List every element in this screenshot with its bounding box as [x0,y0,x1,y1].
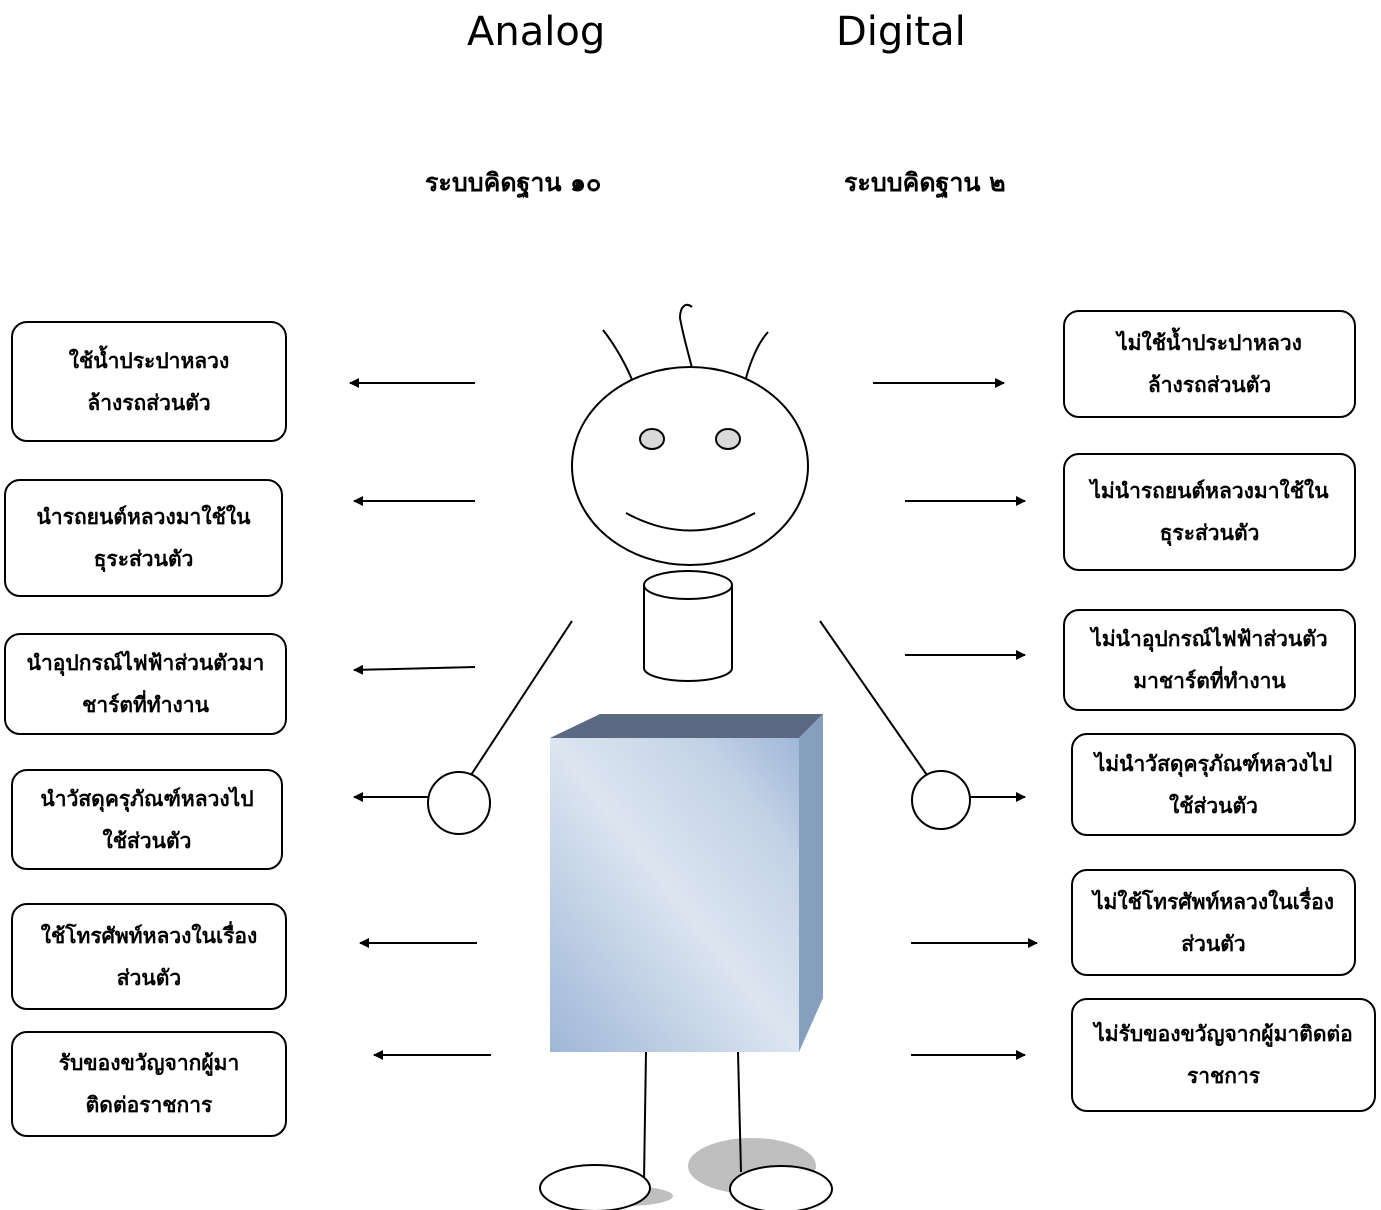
digital-box-1-line-2: ล้างรถส่วนตัว [1147,373,1272,397]
digital-box-5: ไม่ใช้โทรศัพท์หลวงในเรื่อง ส่วนตัว [1071,869,1356,976]
right-leg [737,1051,742,1173]
analog-box-5: ใช้โทรศัพท์หลวงในเรื่อง ส่วนตัว [11,903,287,1010]
body-top-face [550,714,823,738]
analog-box-4: นำวัสดุครุภัณฑ์หลวงไป ใช้ส่วนตัว [11,769,283,870]
analog-heading: Analog [467,9,606,55]
digital-box-6-line-2: ราชการ [1186,1064,1261,1088]
analog-box-1-line-2: ล้างรถส่วนตัว [87,390,211,415]
right-foot [729,1165,833,1210]
digital-heading: Digital [836,9,966,55]
analog-box-3: นำอุปกรณ์ไฟฟ้าส่วนตัวมา ชาร์ตที่ทำงาน [4,633,287,735]
right-eye [715,428,741,450]
neck-top [643,570,733,600]
analog-subheading: ระบบคิดฐาน ๑๐ [425,168,602,197]
digital-box-3: ไม่นำอุปกรณ์ไฟฟ้าส่วนตัว มาชาร์ตที่ทำงาน [1063,609,1356,711]
digital-box-4-line-1: ไม่นำวัสดุครุภัณฑ์หลวงไป [1094,751,1333,776]
hair-strand [678,303,693,369]
digital-box-4: ไม่นำวัสดุครุภัณฑ์หลวงไป ใช้ส่วนตัว [1071,733,1356,836]
analog-box-2-line-2: ธุระส่วนตัว [93,547,194,571]
left-foot [539,1164,651,1210]
digital-box-1-line-1: ไม่ใช้น้ำประปาหลวง [1117,331,1302,355]
digital-box-3-line-2: มาชาร์ตที่ทำงาน [1133,669,1286,693]
hair-strand [744,331,769,383]
right-hand [911,770,971,830]
analog-box-6: รับของขวัญจากผู้มา ติดต่อราชการ [11,1031,287,1137]
analog-box-3-line-2: ชาร์ตที่ทำงาน [82,693,209,717]
analog-box-2-line-1: นำรถยนต์หลวงมาใช้ใน [36,505,251,529]
smile [625,512,756,532]
digital-box-2-line-2: ธุระส่วนตัว [1159,521,1260,545]
analog-box-5-line-1: ใช้โทรศัพท์หลวงในเรื่อง [40,923,258,948]
digital-box-1: ไม่ใช้น้ำประปาหลวง ล้างรถส่วนตัว [1063,310,1356,418]
neck [643,585,733,682]
hair-strand [602,329,635,386]
digital-box-6-line-1: ไม่รับของขวัญจากผู้มาติดต่อ [1094,1022,1353,1046]
analog-box-5-line-2: ส่วนตัว [116,965,182,990]
digital-box-6: ไม่รับของขวัญจากผู้มาติดต่อ ราชการ [1071,998,1376,1112]
digital-box-5-line-1: ไม่ใช้โทรศัพท์หลวงในเรื่อง [1092,889,1335,914]
left-leg [643,1051,647,1181]
analog-box-4-line-2: ใช้ส่วนตัว [102,828,192,853]
analog-box-2: นำรถยนต์หลวงมาใช้ใน ธุระส่วนตัว [4,479,283,597]
analog-box-6-line-1: รับของขวัญจากผู้มา [58,1051,240,1075]
digital-box-5-line-2: ส่วนตัว [1181,931,1246,956]
analog-box-1: ใช้น้ำประปาหลวง ล้างรถส่วนตัว [11,321,287,442]
digital-box-2-line-1: ไม่นำรถยนต์หลวงมาใช้ใน [1090,479,1329,503]
arrow-left-3 [353,664,476,675]
left-arm [470,620,573,776]
right-arm [819,620,930,779]
analog-box-3-line-1: นำอุปกรณ์ไฟฟ้าส่วนตัวมา [26,651,265,675]
digital-box-4-line-2: ใช้ส่วนตัว [1169,793,1258,818]
left-eye [639,428,665,450]
analog-box-6-line-2: ติดต่อราชการ [85,1093,213,1117]
body-front-face [550,738,799,1052]
body-side-face [799,714,823,1052]
left-hand [427,771,491,835]
analog-box-1-line-1: ใช้น้ำประปาหลวง [68,348,230,373]
digital-subheading: ระบบคิดฐาน ๒ [844,168,1006,197]
head [571,366,809,566]
analog-box-4-line-1: นำวัสดุครุภัณฑ์หลวงไป [40,786,254,811]
digital-box-2: ไม่นำรถยนต์หลวงมาใช้ใน ธุระส่วนตัว [1063,453,1356,571]
digital-box-3-line-1: ไม่นำอุปกรณ์ไฟฟ้าส่วนตัว [1091,627,1328,651]
